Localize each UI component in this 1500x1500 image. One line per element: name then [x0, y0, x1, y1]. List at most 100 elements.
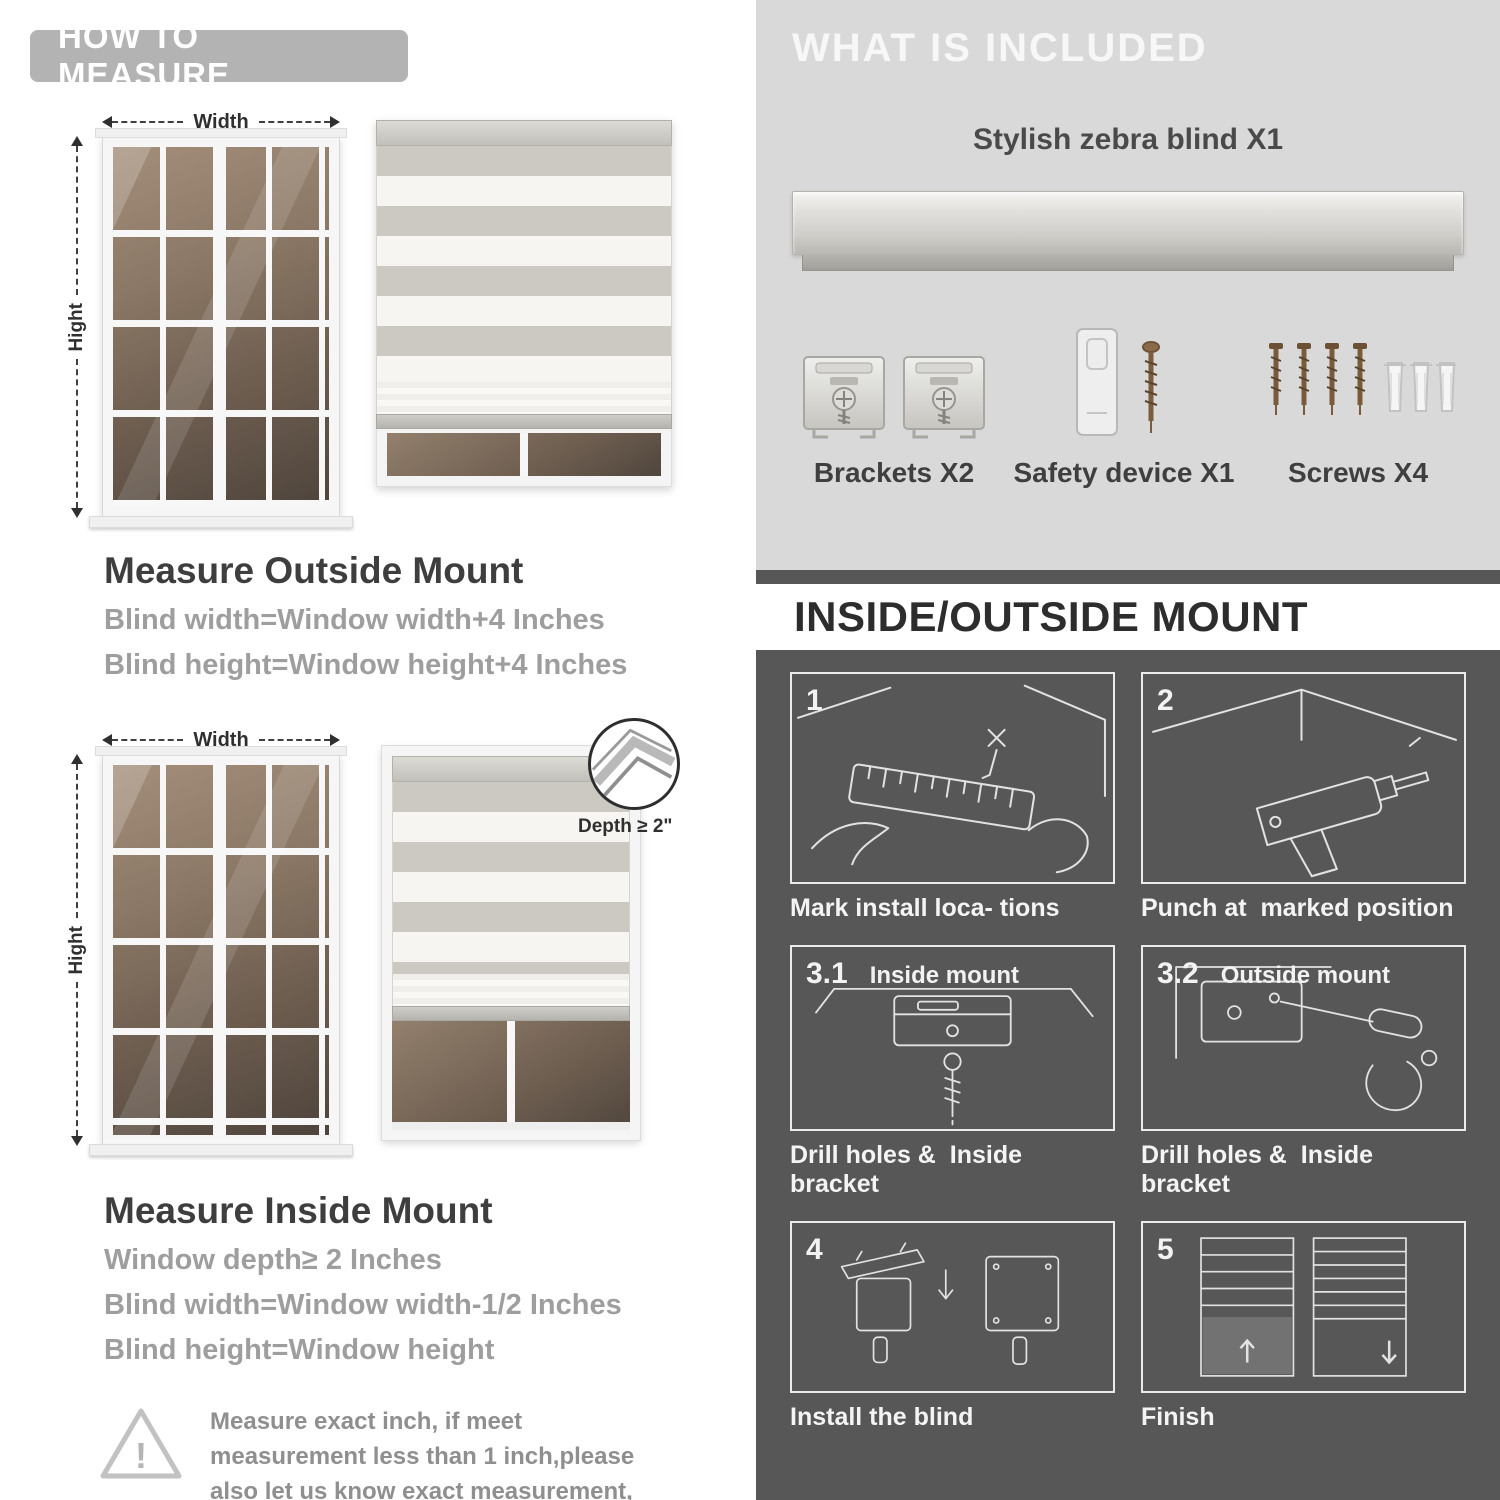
width-dimension: Width [102, 728, 341, 752]
arrow-up-icon [71, 754, 83, 764]
outside-mount-heading: Measure Outside Mount [104, 550, 524, 591]
drill-illustration [1152, 688, 1457, 878]
step-2-panel: 2 [1141, 672, 1466, 884]
step-number: 1 [806, 684, 823, 717]
arrow-right-icon [330, 116, 341, 128]
outside-mount-rule-width: Blind width=Window width+4 Inches [104, 604, 605, 636]
step-3-2: 3.2 Outside mount [1141, 945, 1466, 1199]
bracket-icon [903, 356, 985, 439]
step-caption: Drill holes & Inside bracket [1141, 1141, 1380, 1198]
safety-device-label: Safety device X1 [1013, 457, 1235, 488]
height-label: Hight [66, 925, 87, 975]
what-is-included-section: WHAT IS INCLUDED Stylish zebra blind X1 [756, 0, 1500, 570]
step-title: Outside mount [1220, 962, 1391, 989]
brackets-icon [800, 321, 988, 443]
width-label: Width [193, 110, 249, 133]
depth-label: Depth ≥ 2" [578, 816, 673, 837]
mount-section-header: INSIDE/OUTSIDE MOUNT [756, 584, 1500, 650]
svg-text:!: ! [135, 1435, 147, 1476]
zebra-blind-outside-illustration [376, 120, 672, 487]
bracket-icon [803, 356, 885, 439]
how-to-measure-section: HOW TO MEASURE Width Hight [0, 0, 748, 1500]
zebra-blind-label: Stylish zebra blind X1 [972, 123, 1284, 156]
frame-corner-detail-icon [591, 728, 676, 798]
step-4-panel: 4 [790, 1221, 1115, 1393]
blind-sheer-band [376, 382, 672, 414]
step-number: 5 [1157, 1233, 1174, 1266]
step-number: 3.2 [1157, 957, 1199, 990]
mount-steps-grid: 1 [790, 672, 1466, 1432]
arrow-left-icon [102, 116, 112, 128]
blind-bottom-rail [392, 1006, 630, 1021]
zebra-blind-inside-illustration [381, 745, 641, 1141]
step-3-2-panel: 3.2 Outside mount [1141, 945, 1466, 1131]
included-item-brackets: Brackets X2 [800, 321, 988, 489]
what-is-included-title: WHAT IS INCLUDED [792, 26, 1208, 70]
arrow-up-icon [71, 136, 83, 146]
step-1-panel: 1 [790, 672, 1115, 884]
blind-headrail [376, 120, 672, 146]
step-3-1: 3.1 Inside mount [790, 945, 1115, 1199]
width-dimension: Width [102, 110, 341, 134]
step-5: 5 Fi [1141, 1221, 1466, 1432]
window-below-blind [392, 1021, 630, 1130]
step-caption: Drill holes & Inside bracket [790, 1141, 1029, 1198]
brackets-label: Brackets X2 [813, 457, 975, 488]
mark-locations-illustration [797, 684, 1106, 874]
install-blind-illustration [840, 1242, 1060, 1365]
window-lintel [95, 746, 347, 756]
step-2: 2 [1141, 672, 1466, 923]
inside-bracket-illustration [815, 987, 1094, 1126]
arrow-left-icon [102, 734, 112, 746]
inside-mount-rule-depth: Window depth≥ 2 Inches [104, 1244, 442, 1276]
arrow-down-icon [71, 1136, 83, 1147]
inside-mount-rule-width: Blind width=Window width-1/2 Inches [104, 1289, 622, 1321]
depth-detail-circle [588, 718, 680, 810]
included-items: Brackets X2 Safety [792, 321, 1464, 489]
width-label: Width [193, 728, 249, 751]
window-sill [89, 516, 353, 528]
screws-label: Screws X4 [1287, 457, 1429, 488]
step-caption: Install the blind [790, 1403, 974, 1431]
finish-illustration [1200, 1237, 1407, 1377]
step-title: Inside mount [869, 962, 1020, 989]
blind-zebra-stripes [376, 146, 672, 382]
blind-zebra-stripes [392, 782, 630, 974]
window-lintel [95, 128, 347, 138]
window-panes [113, 765, 329, 1135]
outside-bracket-illustration [1175, 966, 1438, 1112]
measure-note-text: Measure exact inch, if meet measurement … [210, 1408, 635, 1500]
anchor-icon [1384, 362, 1456, 412]
step-4: 4 [790, 1221, 1115, 1432]
blind-bottom-rail [376, 414, 672, 429]
included-item-screws: Screws X4 [1260, 321, 1456, 489]
step-1: 1 [790, 672, 1115, 923]
mount-title: INSIDE/OUTSIDE MOUNT [794, 593, 1309, 640]
step-3-1-panel: 3.1 Inside mount [790, 945, 1115, 1131]
measure-note: ! Measure exact inch, if meet measuremen… [98, 1405, 718, 1500]
window-panes [113, 147, 329, 507]
step-5-panel: 5 [1141, 1221, 1466, 1393]
inside-mount-rule-height: Blind height=Window height [104, 1334, 495, 1366]
window-sill [89, 1144, 353, 1156]
window-illustration [89, 746, 353, 1156]
safety-device-icon [1049, 321, 1199, 443]
section-header-how-to-measure: HOW TO MEASURE [30, 18, 408, 93]
inside-mount-heading: Measure Inside Mount [104, 1190, 493, 1231]
arrow-right-icon [330, 734, 341, 746]
screws-icon [1260, 321, 1456, 443]
step-number: 3.1 [806, 957, 848, 990]
outside-mount-rule-height: Blind height=Window height+4 Inches [104, 649, 628, 681]
blind-sheer-band [392, 974, 630, 1006]
how-to-measure-title: HOW TO MEASURE [58, 18, 231, 93]
step-caption: Punch at marked position [1141, 894, 1454, 922]
step-number: 4 [806, 1233, 823, 1266]
step-number: 2 [1157, 684, 1174, 717]
height-label: Hight [66, 302, 87, 352]
window-below-blind [376, 429, 672, 487]
included-item-safety-device: Safety device X1 [1013, 321, 1235, 489]
height-dimension: Hight [64, 136, 90, 519]
screw-icon [1269, 343, 1367, 415]
right-column: WHAT IS INCLUDED Stylish zebra blind X1 [756, 0, 1500, 1500]
